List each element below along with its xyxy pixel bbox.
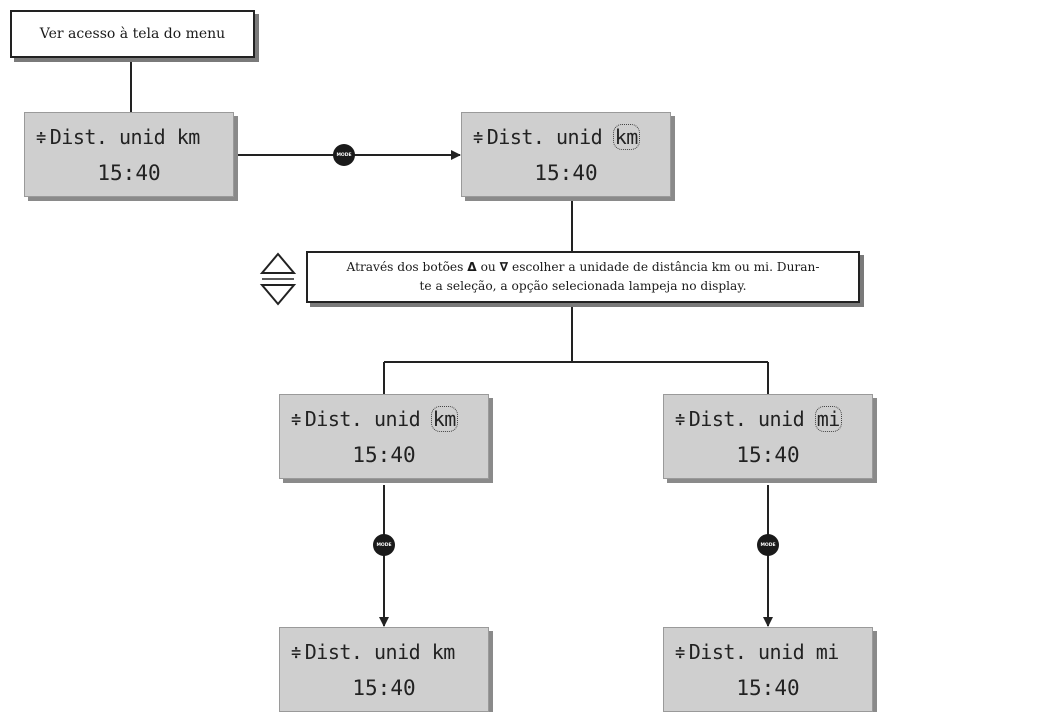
display-result-mi: ≑Dist. unid mi 15:40 xyxy=(663,627,873,712)
up-down-arrow-icon: ≑ xyxy=(675,410,685,430)
up-down-arrow-icon: ≑ xyxy=(291,643,301,663)
display-time: 15:40 xyxy=(352,676,416,700)
blinking-unit: km xyxy=(430,406,458,432)
instruction-line-1: Através dos botões Δ ou ∇ escolher a uni… xyxy=(346,260,820,274)
display-time: 15:40 xyxy=(736,676,800,700)
mode-button-icon: MODE xyxy=(333,144,355,166)
menu-access-box: Ver acesso à tela do menu xyxy=(10,10,255,58)
mode-button-icon: MODE xyxy=(373,534,395,556)
display-time: 15:40 xyxy=(97,161,161,185)
display-start: ≑Dist. unid km 15:40 xyxy=(24,112,234,197)
triangle-up-icon: Δ xyxy=(467,260,477,274)
up-down-buttons-icon xyxy=(259,252,297,306)
display-line-unit: ≑Dist. unid km xyxy=(36,125,200,149)
up-down-arrow-icon: ≑ xyxy=(291,410,301,430)
display-select-km: ≑Dist. unid km 15:40 xyxy=(279,394,489,479)
up-down-arrow-icon: ≑ xyxy=(36,128,46,148)
display-line-unit: ≑Dist. unid km xyxy=(473,124,640,150)
up-down-arrow-icon: ≑ xyxy=(675,643,685,663)
mode-button-icon: MODE xyxy=(757,534,779,556)
instruction-box: Através dos botões Δ ou ∇ escolher a uni… xyxy=(306,251,860,303)
blinking-unit: km xyxy=(612,124,640,150)
display-line-unit: ≑Dist. unid mi xyxy=(675,640,839,664)
triangle-down-icon: ∇ xyxy=(499,260,509,274)
menu-access-label: Ver acesso à tela do menu xyxy=(39,26,226,42)
display-select-mi: ≑Dist. unid mi 15:40 xyxy=(663,394,873,479)
display-result-km: ≑Dist. unid km 15:40 xyxy=(279,627,489,712)
display-time: 15:40 xyxy=(352,443,416,467)
instruction-line-2: te a seleção, a opção selecionada lampej… xyxy=(419,279,747,293)
blinking-unit: mi xyxy=(814,406,842,432)
display-time: 15:40 xyxy=(534,161,598,185)
display-line-unit: ≑Dist. unid km xyxy=(291,640,455,664)
display-line-unit: ≑Dist. unid km xyxy=(291,406,458,432)
display-line-unit: ≑Dist. unid mi xyxy=(675,406,842,432)
display-edit: ≑Dist. unid km 15:40 xyxy=(461,112,671,197)
display-time: 15:40 xyxy=(736,443,800,467)
up-down-arrow-icon: ≑ xyxy=(473,128,483,148)
